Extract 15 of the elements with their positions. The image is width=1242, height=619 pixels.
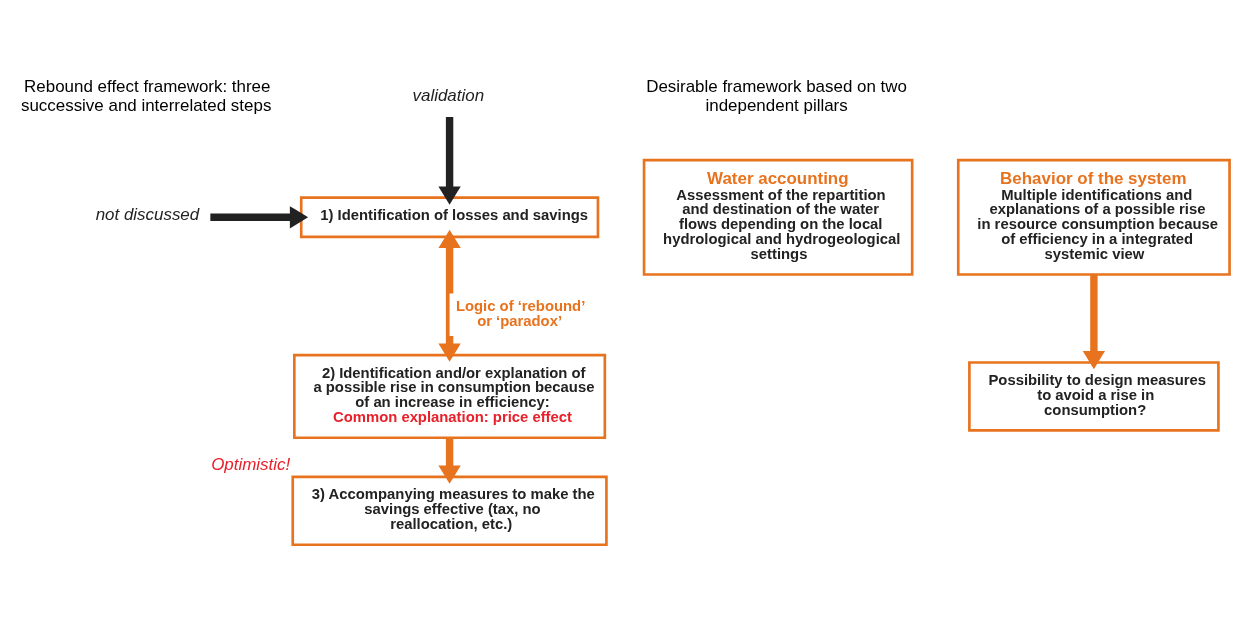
node-box: Possibility to design measures to avoid a rise in consumption?: [968, 361, 1220, 432]
node-box: 3) Accompanying measures to make the savings effective (tax, no reallocation, etc.): [291, 475, 608, 547]
node-box: Behavior of the system Multiple identifications and explanations of a possible rise in resource consumption because of efficiency in a integrated systemic view: [956, 158, 1231, 276]
label: Rebound effect framework: three successive and interrelated steps: [20, 77, 272, 116]
node-box: 2) Identification and/or explanation of a possible rise in consumption because of an increase in efficiency: Common explanation: price effect: [293, 353, 607, 440]
label: Desirable framework based on two independent pillars: [646, 77, 907, 116]
node-box: 1) Identification of losses and savings: [299, 196, 600, 239]
arrow: [1082, 274, 1106, 370]
node-text: not discussed: [95, 205, 200, 225]
node-text: validation: [412, 85, 485, 105]
node-box: Water accounting Assessment of the repartition and destination of the water flows depending on the local hydrological and hydrogeological settings: [642, 158, 914, 276]
arrow: [438, 229, 461, 362]
arrow: [438, 438, 461, 484]
node-label: Optimistic!: [211, 455, 291, 475]
edge-label: Logic of ‘rebound’ or ‘paradox’: [455, 297, 586, 329]
